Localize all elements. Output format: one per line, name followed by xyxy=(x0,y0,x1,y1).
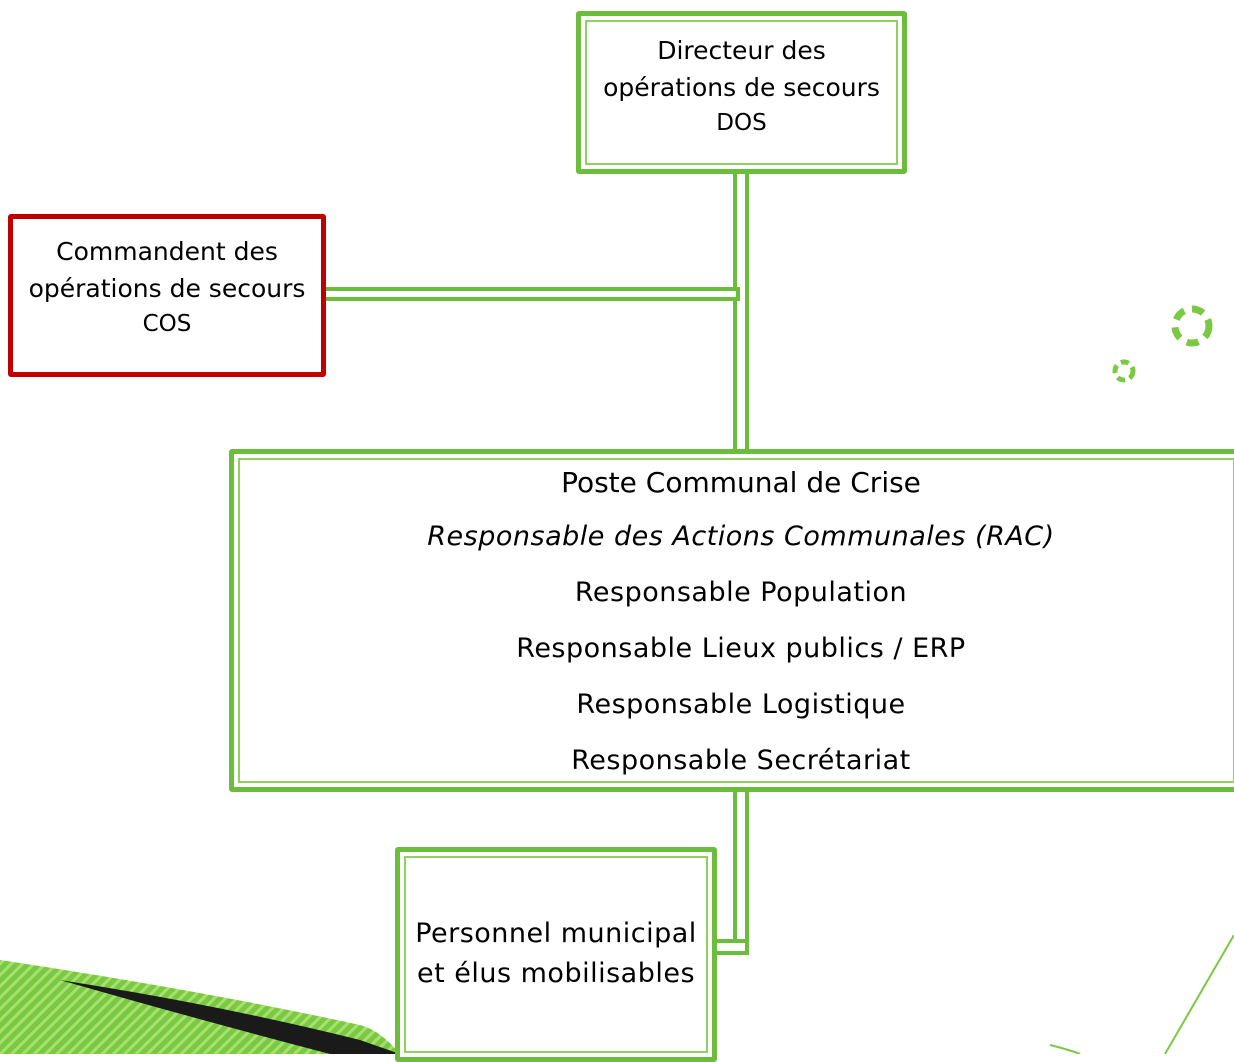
pcc-role-secretariat: Responsable Secrétariat xyxy=(571,745,911,776)
personnel-line-1: Personnel municipal xyxy=(415,918,697,949)
decorative-ring-large xyxy=(1171,305,1213,347)
cos-title: Commandent des opérations de secours xyxy=(28,237,306,303)
pcc-role-population: Responsable Population xyxy=(574,577,908,608)
dos-box: Directeur des opérations de secours DOS xyxy=(576,11,907,174)
connector-pcc-personnel-horizontal xyxy=(710,939,749,955)
pcc-title: Poste Communal de Crise xyxy=(561,466,921,499)
pcc-role-logistique: Responsable Logistique xyxy=(576,689,906,720)
decorative-swoosh-shadow xyxy=(60,980,400,1054)
dos-abbr: DOS xyxy=(716,110,767,136)
cos-abbr: COS xyxy=(142,311,192,337)
decorative-line-2 xyxy=(1049,1044,1081,1054)
cos-box: Commandent des opérations de secours COS xyxy=(8,214,326,377)
pcc-rac: Responsable des Actions Communales (RAC) xyxy=(427,521,1055,552)
pcc-role-lieux-publics: Responsable Lieux publics / ERP xyxy=(516,633,966,664)
personnel-line-2: et élus mobilisables xyxy=(416,958,696,989)
pcc-box: Poste Communal de Crise Responsable des … xyxy=(229,449,1234,792)
connector-pcc-personnel-vertical xyxy=(733,786,749,953)
dos-title: Directeur des opérations de secours xyxy=(603,36,880,102)
personnel-box: Personnel municipal et élus mobilisables xyxy=(395,847,717,1062)
decorative-ring-small xyxy=(1112,359,1136,383)
connector-dos-pcc xyxy=(733,168,749,454)
decorative-line xyxy=(1164,934,1234,1054)
connector-cos xyxy=(320,287,740,301)
